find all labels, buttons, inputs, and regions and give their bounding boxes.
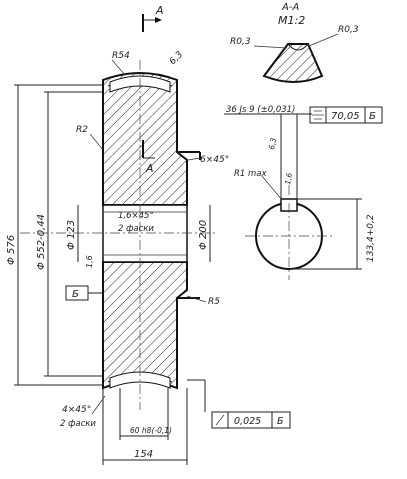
datum-b-label: Б [72,289,79,300]
rim-chamfer-top: 6,3 [168,50,185,67]
sym-value: 70,05 [331,111,360,122]
section-a-a-detail: A-A M1:2 R0,3 R0,3 [230,2,359,83]
svg-text:6,3: 6,3 [267,137,278,151]
width-label: 154 [134,449,153,460]
r03-left-label: R0,3 [230,37,251,47]
diameter-dimensions: Φ 576 Φ 552-0,44 Φ 123 Φ 200 [6,84,211,386]
r54-label: R54 [112,51,130,61]
cut-mark-label-lower: A [145,162,154,175]
sym-base: Б [369,111,376,122]
bore-region [102,204,188,263]
runout-value: 0,025 [234,416,261,427]
bore-chamfer-label: 1,6×45° [118,211,154,221]
runout-base: Б [277,416,284,427]
rim-width-tol-label: 60 h8(-0,1) [130,426,172,435]
upper-hatched-region [102,72,188,206]
r5-label: R5 [208,297,220,307]
cut-plane-marker: A A [142,4,164,175]
diam-outer-label: Φ 576 [6,235,17,265]
datum-b-marker: Б [65,285,103,301]
diam-bore-label: Φ 123 [66,220,77,250]
keyway-view: 36 Js 9 (±0,031) 70,05 Б R1 max 6,3 1,6 … [224,105,383,280]
diam-hub-label: Φ 200 [198,220,209,250]
section-label: A-A [281,2,299,13]
bore-chamfer-note: 2 фаски [118,224,154,234]
runout-tolerance-frame: 0,025 Б [187,379,291,429]
cut-mark-label: A [155,4,164,17]
feature-annotations: R54 6,3 R2 6×45° 1,6×45° 2 фаски 1,6 R5 [76,50,229,307]
r1max-label: R1 max [234,169,268,179]
r2-label: R2 [76,125,88,135]
diam-pitch-label: Φ 552-0,44 [36,214,47,270]
cut-chamfer-label: 6×45° [200,155,229,165]
r03-right-label: R0,3 [338,25,359,35]
small-dim-label: 1,6 [85,255,94,268]
key-depth-label: 133,4+0,2 [366,214,376,262]
gear-section [20,60,215,410]
key-width-label: 36 Js 9 (±0,031) [226,105,295,115]
section-scale-label: M1:2 [278,14,305,27]
lower-hatched-region [102,261,188,390]
rim-chamfer-label: 4×45° [62,405,91,415]
bottom-dimensions: 154 60 h8(-0,1) 4×45° 2 фаски [60,388,188,465]
rim-chamfer-note: 2 фаски [60,419,96,429]
svg-text:1,6: 1,6 [283,172,294,186]
tooth-profile [262,43,324,83]
